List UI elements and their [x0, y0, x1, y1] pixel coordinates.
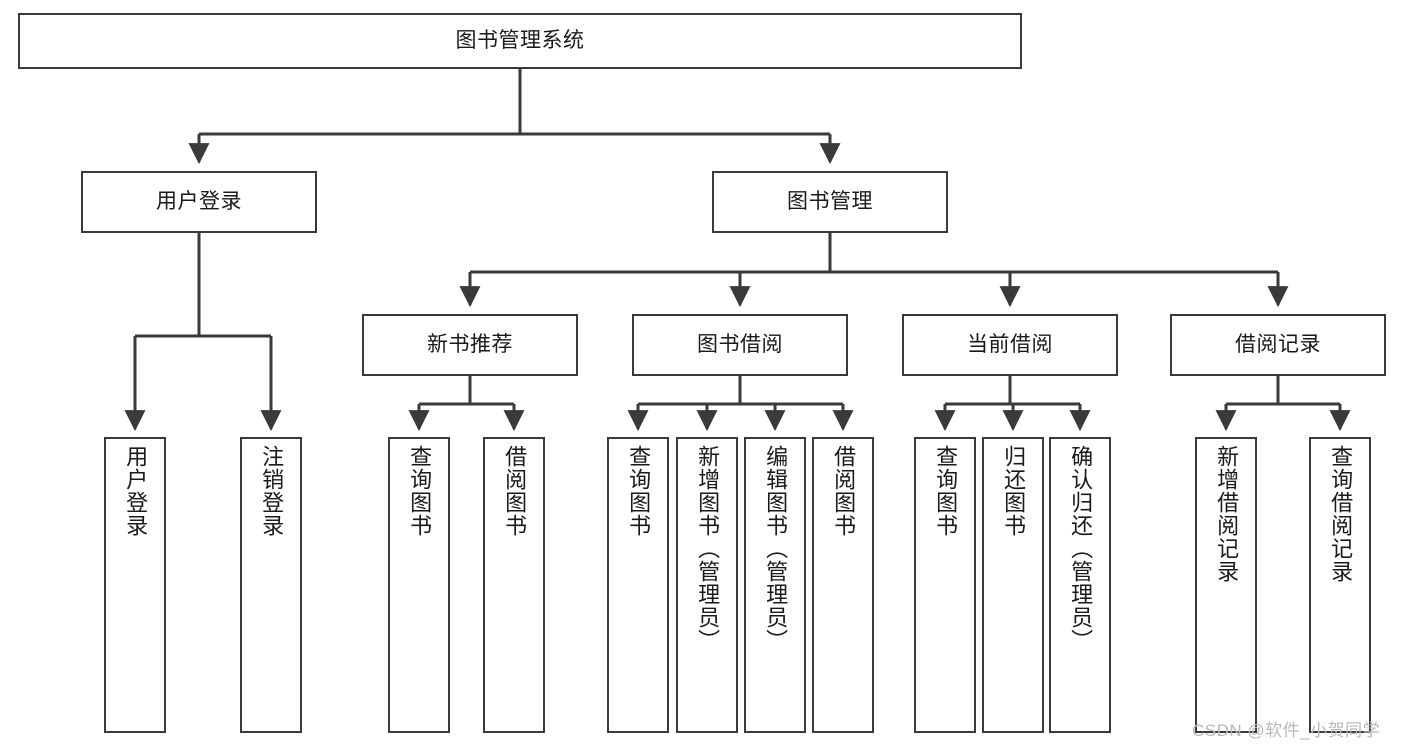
leaf-query-book-1-label: 查询图书: [407, 445, 433, 537]
leaf-query-book-2-label: 查询图书: [626, 445, 652, 537]
leaf-query-book-3[interactable]: 查询图书: [914, 437, 976, 733]
leaf-borrow-book-2-label: 借阅图书: [831, 445, 857, 537]
node-borrow-record-label: 借阅记录: [1235, 332, 1321, 356]
node-current-borrow-label: 当前借阅: [967, 332, 1053, 356]
leaf-add-book[interactable]: 新增图书（管理员）: [676, 437, 738, 733]
leaf-query-record-label: 查询借阅记录: [1328, 445, 1354, 583]
node-new-book-recommend-label: 新书推荐: [427, 332, 513, 356]
leaf-query-book-3-label: 查询图书: [933, 445, 959, 537]
node-book-borrow[interactable]: 图书借阅: [632, 314, 848, 376]
node-user-login[interactable]: 用户登录: [81, 171, 317, 233]
node-book-management[interactable]: 图书管理: [712, 171, 948, 233]
node-borrow-record[interactable]: 借阅记录: [1170, 314, 1386, 376]
leaf-return-book-label: 归还图书: [1001, 445, 1027, 537]
leaf-query-book-1[interactable]: 查询图书: [388, 437, 450, 733]
leaf-confirm-return[interactable]: 确认归还（管理员）: [1049, 437, 1111, 733]
csdn-watermark: CSDN @软件_小贺同学: [1192, 721, 1381, 740]
leaf-logout-login-label: 注销登录: [259, 445, 285, 537]
node-root[interactable]: 图书管理系统: [18, 13, 1022, 69]
leaf-borrow-book-1[interactable]: 借阅图书: [483, 437, 545, 733]
leaf-edit-book[interactable]: 编辑图书（管理员）: [744, 437, 806, 733]
node-current-borrow[interactable]: 当前借阅: [902, 314, 1118, 376]
leaf-user-login[interactable]: 用户登录: [104, 437, 166, 733]
node-root-label: 图书管理系统: [455, 28, 585, 52]
node-new-book-recommend[interactable]: 新书推荐: [362, 314, 578, 376]
leaf-add-record-label: 新增借阅记录: [1214, 445, 1240, 583]
leaf-user-login-label: 用户登录: [123, 445, 149, 537]
leaf-borrow-book-1-label: 借阅图书: [502, 445, 528, 537]
leaf-query-book-2[interactable]: 查询图书: [607, 437, 669, 733]
leaf-query-record[interactable]: 查询借阅记录: [1309, 437, 1371, 733]
leaf-return-book[interactable]: 归还图书: [982, 437, 1044, 733]
leaf-logout-login[interactable]: 注销登录: [240, 437, 302, 733]
node-user-login-label: 用户登录: [156, 189, 242, 213]
leaf-borrow-book-2[interactable]: 借阅图书: [812, 437, 874, 733]
leaf-confirm-return-label: 确认归还（管理员）: [1068, 445, 1094, 652]
leaf-add-book-label: 新增图书（管理员）: [695, 445, 721, 652]
node-book-management-label: 图书管理: [787, 189, 873, 213]
leaf-edit-book-label: 编辑图书（管理员）: [763, 445, 789, 652]
node-book-borrow-label: 图书借阅: [697, 332, 783, 356]
leaf-add-record[interactable]: 新增借阅记录: [1195, 437, 1257, 733]
